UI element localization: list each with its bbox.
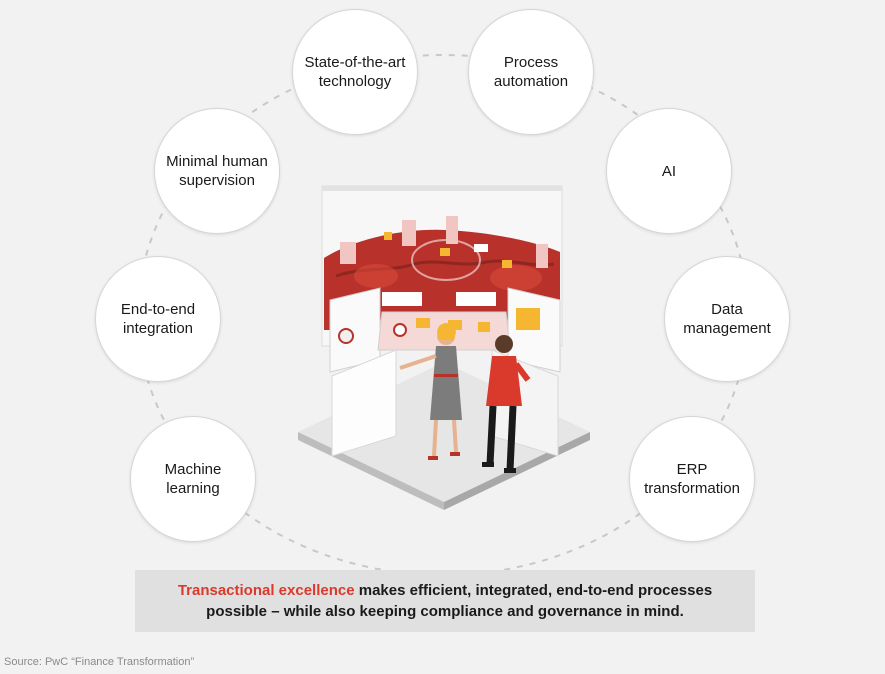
summary-banner: Transactional excellence makes efficient… xyxy=(135,570,755,632)
source-note: Source: PwC “Finance Transformation” xyxy=(4,656,195,668)
woman-figure xyxy=(399,323,462,460)
node-label: Data management xyxy=(683,301,771,337)
node-machine-learning: Machine learning xyxy=(130,416,256,542)
node-end-to-end-integration: End-to-end integration xyxy=(95,256,221,382)
man-figure xyxy=(482,335,531,473)
node-ai: AI xyxy=(606,108,732,234)
node-label: AI xyxy=(661,162,677,180)
node-state-of-the-art-technology: State-of-the-art technology xyxy=(292,9,418,135)
desk-left xyxy=(331,349,397,457)
summary-rest: makes efficient, integrated, end-to-end … xyxy=(206,582,713,620)
node-erp-transformation: ERP transformation xyxy=(629,416,755,542)
node-process-automation: Process automation xyxy=(468,9,594,135)
node-label: End-to-end integration xyxy=(120,301,196,337)
sticky-notes xyxy=(516,308,540,330)
node-label: Minimal human supervision xyxy=(166,153,268,189)
node-label: State-of-the-art technology xyxy=(304,54,406,90)
node-label: Process automation xyxy=(493,54,569,90)
summary-text: Transactional excellence makes efficient… xyxy=(135,580,755,622)
summary-highlight: Transactional excellence xyxy=(177,582,355,599)
gauge-icon xyxy=(338,328,354,344)
node-label: ERP transformation xyxy=(644,461,740,497)
node-label: Machine learning xyxy=(164,461,222,497)
node-data-management: Data management xyxy=(664,256,790,382)
node-minimal-human-supervision: Minimal human supervision xyxy=(154,108,280,234)
finance-team-illustration xyxy=(298,185,590,510)
